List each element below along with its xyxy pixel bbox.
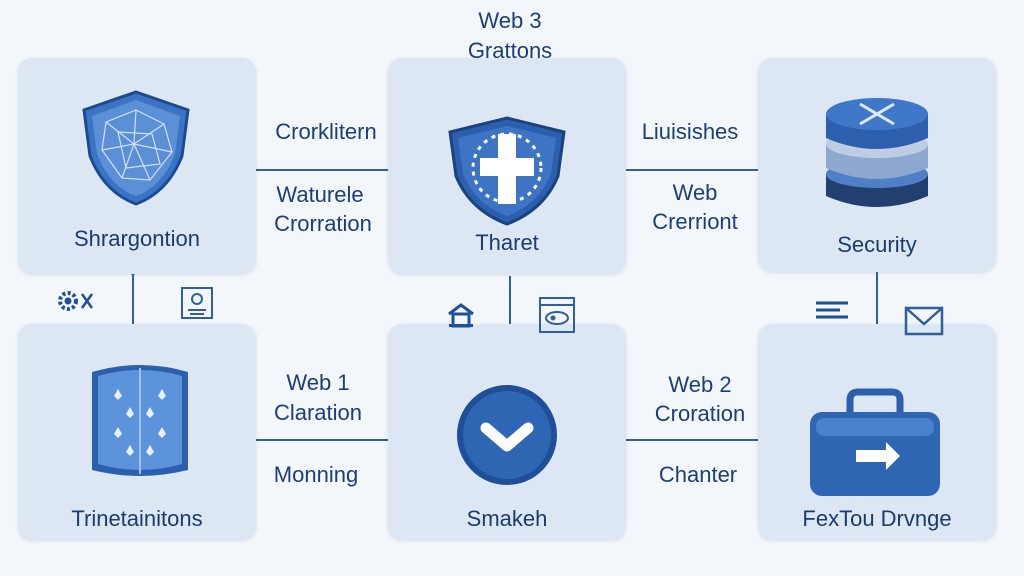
- card-label: FexTou Drvnge: [802, 506, 952, 531]
- connector-right-bottom-line2: Croration: [654, 401, 746, 426]
- card-label: Smakeh: [466, 506, 548, 531]
- connector-left-bottom-line3: Monning: [273, 462, 359, 487]
- connector-left-bottom-line1: Web 1: [286, 370, 350, 395]
- connector-right-bottom-line1: Web 2: [668, 372, 732, 397]
- connector-right-top-line1: Liuisishes: [641, 119, 739, 144]
- envelope-icon: [904, 304, 944, 338]
- shield-network-icon: [76, 88, 196, 208]
- card-label: Tharet: [475, 230, 539, 255]
- card-label: Trinetainitons: [71, 506, 203, 531]
- connector-left-bottom-line2: Claration: [273, 400, 363, 425]
- card-shield-cross[interactable]: Tharet: [388, 58, 626, 274]
- home-icon: [446, 302, 476, 328]
- card-database[interactable]: Security: [758, 58, 996, 272]
- connector-right-top-line3: Crerriont: [652, 209, 738, 234]
- card-briefcase[interactable]: FexTou Drvnge: [758, 324, 996, 540]
- gear-icon: [56, 288, 98, 314]
- card-label: Security: [837, 232, 917, 257]
- card-cube-blocks[interactable]: Trinetainitons: [18, 324, 256, 540]
- shield-cross-icon: [444, 116, 570, 226]
- check-circle-icon: [454, 382, 560, 488]
- briefcase-icon: [806, 388, 944, 498]
- card-shield-network[interactable]: Shrargontion: [18, 58, 256, 274]
- connector-left-top-line3: Crorration: [274, 211, 372, 236]
- top-title-line1: Web 3: [478, 8, 542, 33]
- card-check-circle[interactable]: Smakeh: [388, 324, 626, 540]
- text-lines-icon: [814, 300, 852, 324]
- card-label: Shrargontion: [74, 226, 200, 251]
- connector-right-top-line2: Web: [672, 180, 718, 205]
- cube-icon: [84, 358, 196, 482]
- document-icon: [180, 286, 214, 320]
- connector-right-bottom-line3: Chanter: [658, 462, 738, 487]
- connector-left-top-line2: Waturele: [276, 182, 364, 207]
- connector-left-top-line1: Crorklitern: [275, 119, 377, 144]
- browser-window-icon: [538, 296, 576, 334]
- database-icon: [820, 94, 934, 218]
